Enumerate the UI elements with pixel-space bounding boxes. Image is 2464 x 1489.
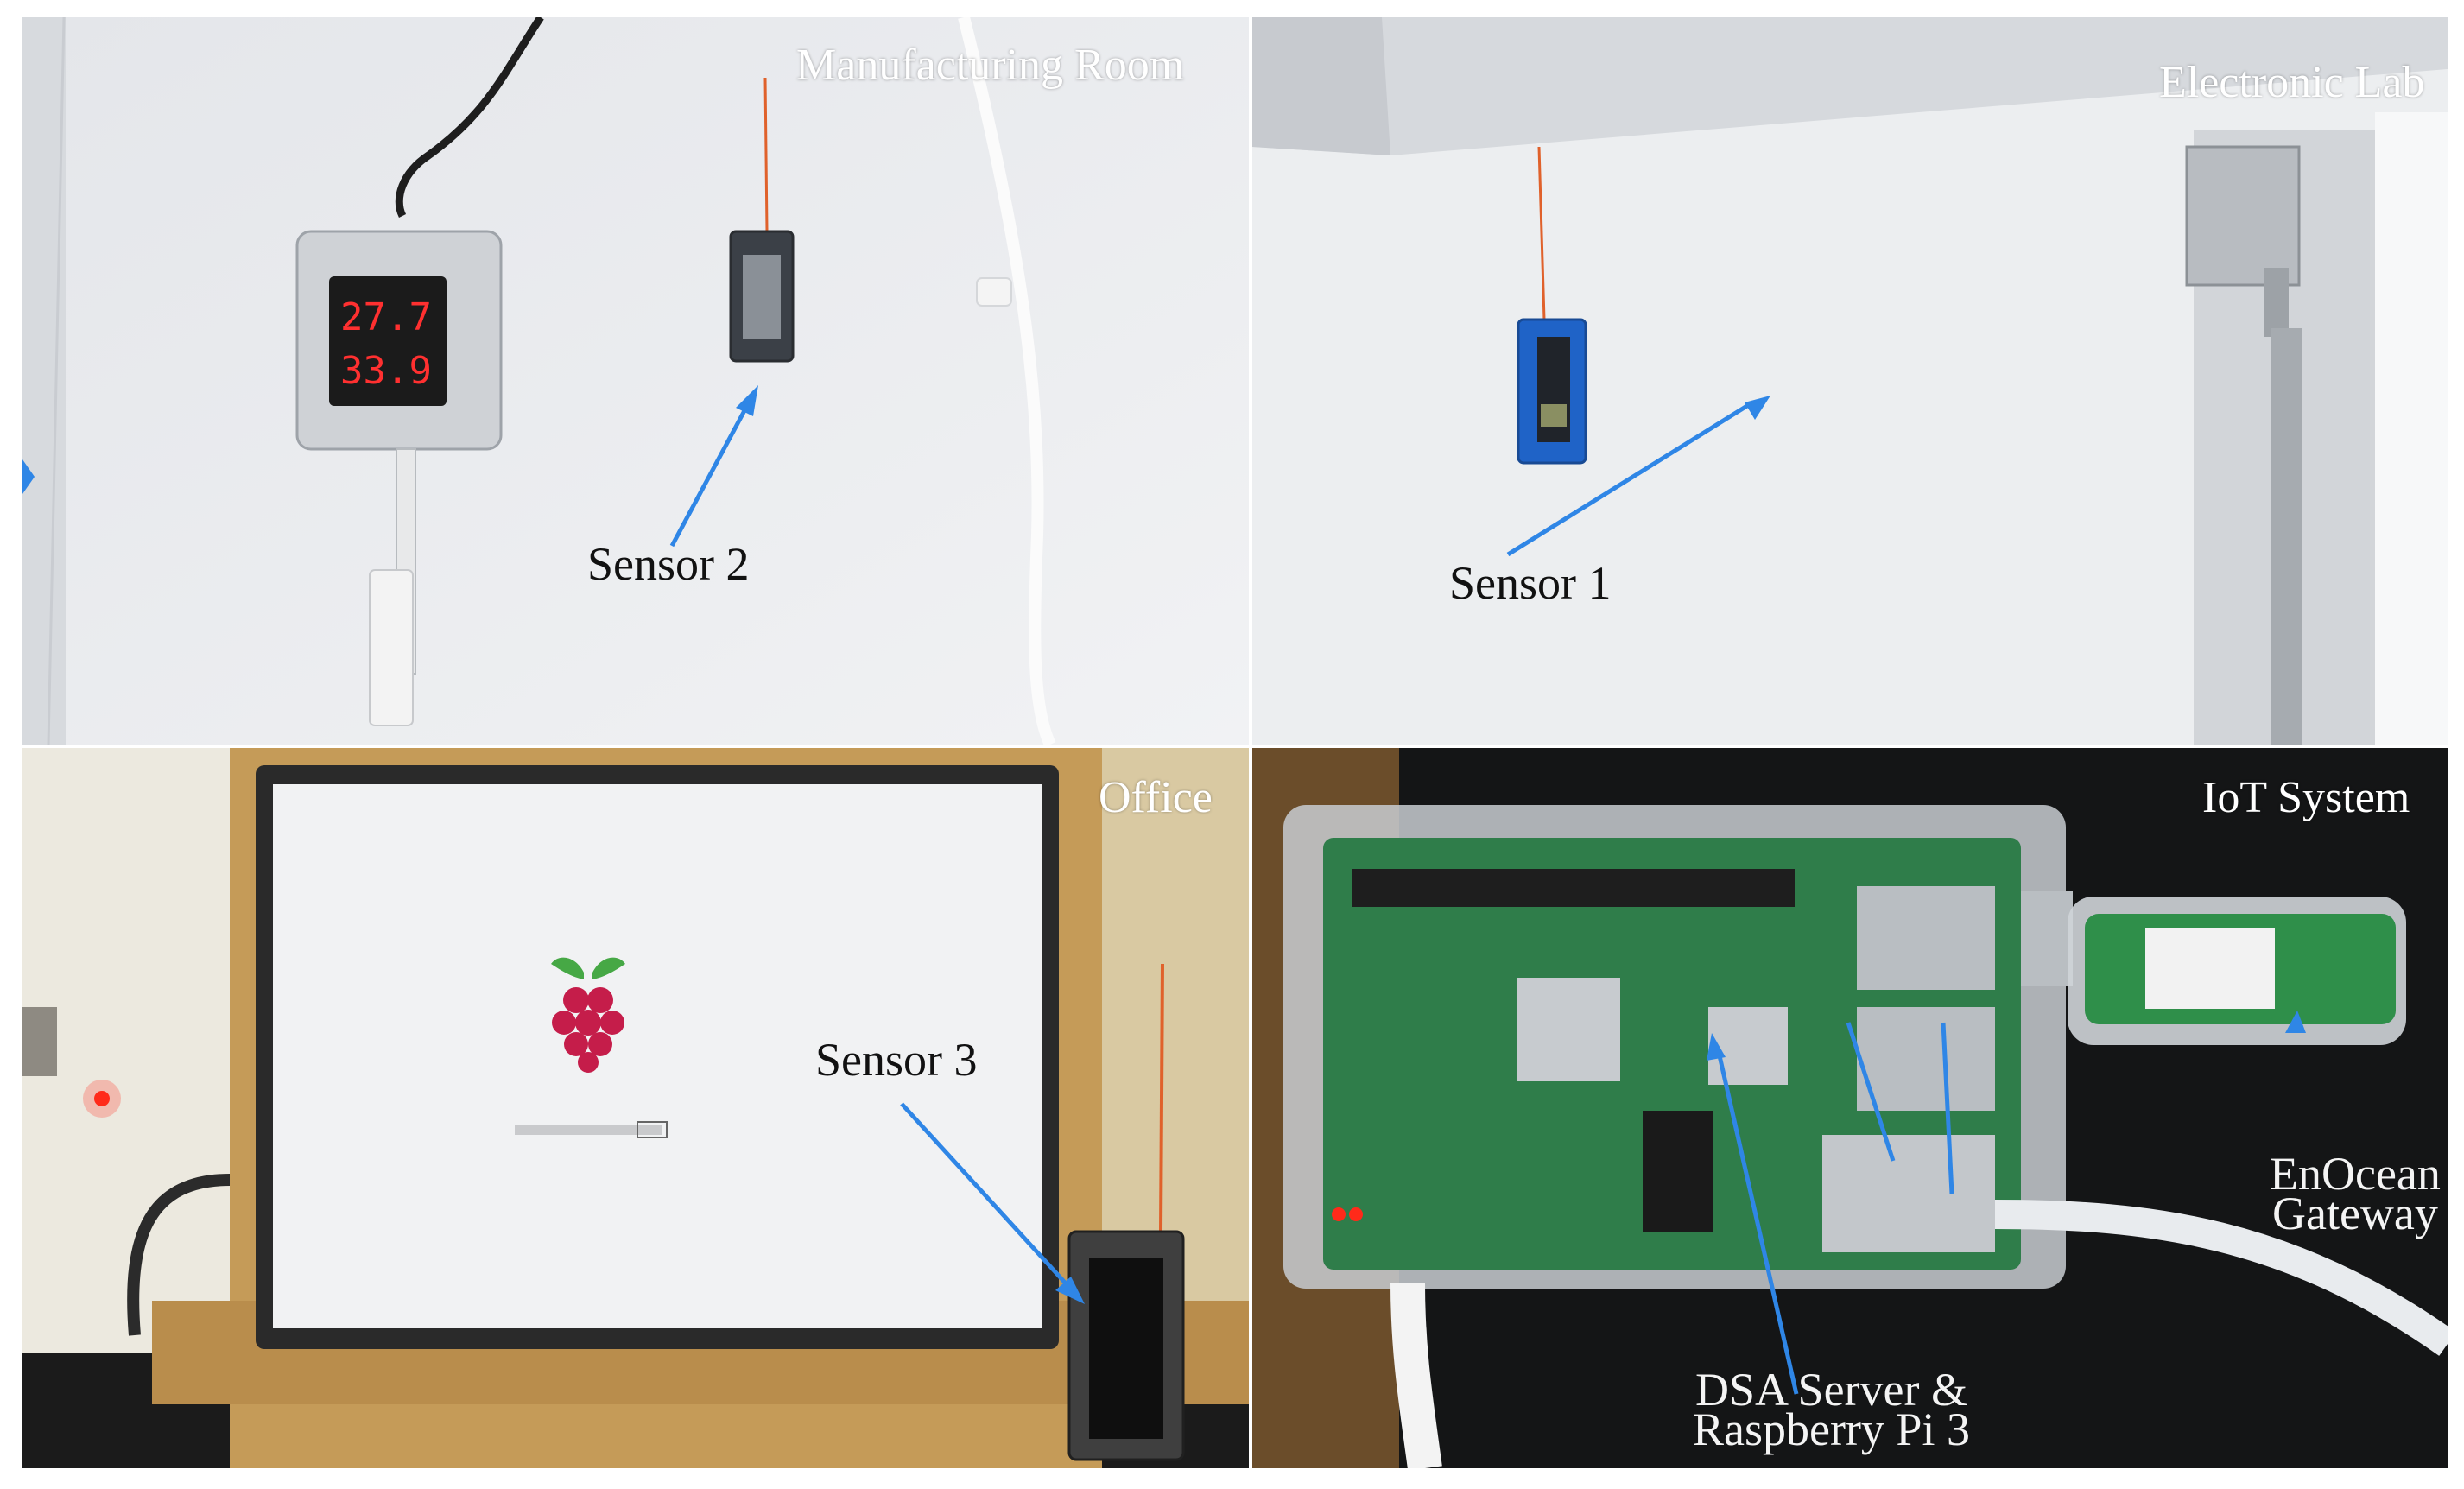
label-line: Gateway — [2271, 1188, 2438, 1239]
office-photo — [22, 748, 1249, 1468]
panel-title: Manufacturing Room — [796, 41, 1185, 90]
panel-title: IoT System — [2202, 773, 2410, 822]
enocean-gateway-label: EnOcean Gateway — [2270, 1148, 2441, 1239]
panel-title: Office — [1099, 773, 1213, 822]
manufacturing-room-photo: 27.7 33.9 — [22, 17, 1249, 744]
label-line: Raspberry Pi 3 — [1693, 1403, 1970, 1455]
sensor-3-label: Sensor 3 — [815, 1034, 978, 1086]
arrow-icon — [736, 385, 758, 416]
panel-title: Electronic Lab — [2159, 58, 2425, 107]
arrow-icon — [1745, 396, 1770, 420]
panel-office: Office Sensor 3 — [22, 748, 1249, 1468]
arrow-icon — [1055, 1277, 1085, 1304]
electronic-lab-photo — [1252, 17, 2448, 744]
dsa-server-label: DSA Server & Raspberry Pi 3 — [1693, 1364, 1970, 1455]
panel-iot-system: IoT System EnOcean Gateway DSA Server & … — [1252, 748, 2448, 1468]
label-line: EnOcean — [2270, 1148, 2441, 1200]
label-line: DSA Server & — [1694, 1364, 1967, 1416]
panel-manufacturing-room: 27.7 33.9 Manufacturing Room Sensor 2 — [22, 17, 1249, 744]
panel-electronic-lab: Electronic Lab Sensor 1 — [1252, 17, 2448, 744]
arrow-icon — [2285, 1011, 2306, 1033]
arrow-icon — [1707, 1033, 1726, 1061]
photo-grid: 27.7 33.9 Manufacturing Room Sensor 2 — [22, 17, 2448, 1468]
sensor-1-label: Sensor 1 — [1449, 557, 1612, 609]
iot-system-photo — [1252, 748, 2448, 1468]
sensor-2-label: Sensor 2 — [587, 538, 750, 590]
humidity-readout: 27.7 — [340, 295, 432, 339]
raspberry-logo-icon — [551, 957, 625, 1073]
temperature-readout: 33.9 — [340, 349, 432, 393]
